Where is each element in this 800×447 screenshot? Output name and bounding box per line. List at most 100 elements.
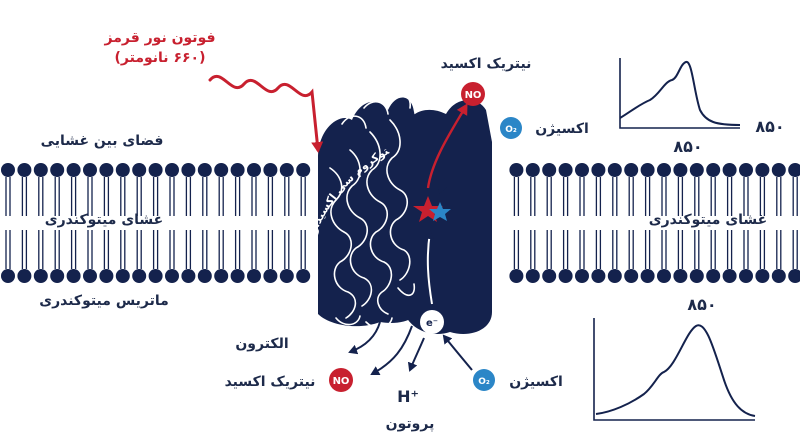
lipid-head [33, 163, 48, 177]
lipid-head [279, 163, 294, 177]
lipid-head [99, 269, 114, 283]
spectrum-bottom-curve [595, 324, 756, 417]
lipid-head [263, 163, 278, 177]
lipid-head [689, 269, 704, 283]
lipid-head [247, 163, 261, 177]
oxygen-top-label: اکسیژن [535, 121, 589, 137]
lipid-head [279, 269, 294, 283]
lipid-head [558, 163, 573, 177]
lipid-head [525, 163, 540, 177]
lipid-head [1, 163, 15, 177]
lipid-head [673, 269, 688, 283]
spectrum-bottom-label-top: ۸۵۰ [687, 295, 716, 314]
spectrum-top-axes [619, 58, 740, 129]
lipid-head [640, 269, 655, 283]
lipid-head [657, 269, 671, 283]
arrow-proton-out [407, 337, 425, 372]
membrane-label-left: غشای میتوکندری [45, 212, 163, 228]
lipid-head [197, 269, 212, 283]
spectrum-bottom-axes [593, 318, 755, 421]
lipid-head [132, 269, 147, 283]
photon-label-line2: (۶۶۰ نانومتر) [115, 50, 206, 66]
svg-text:e⁻: e⁻ [426, 318, 438, 329]
copper-b-center [429, 202, 451, 221]
lipid-head [214, 269, 229, 283]
lipid-head [755, 163, 770, 177]
intermembrane-space-label: فضای بین غشایی [41, 133, 164, 149]
spectrum-inset-top: ۸۵۰ ۸۵۰ [619, 58, 785, 156]
lipid-head [640, 163, 655, 177]
lipid-head [771, 269, 786, 283]
lipid-head [706, 269, 721, 283]
lipid-head [115, 163, 130, 177]
matrix-label: ماتریس میتوکندری [39, 293, 169, 309]
lipid-head [181, 269, 196, 283]
lipid-head [148, 163, 163, 177]
lipid-head [17, 163, 32, 177]
membrane-label-right: غشای میتوکندری [649, 212, 767, 228]
oxygen-bottom-label: اکسیژن [509, 374, 563, 390]
oxygen-badge-top: O₂ [500, 117, 522, 139]
lipid-head [197, 163, 212, 177]
lipid-head [722, 269, 737, 283]
lipid-head [181, 163, 196, 177]
lipid-head [755, 269, 770, 283]
oxygen-badge-bottom: O₂ [473, 369, 495, 391]
lipid-head [624, 269, 639, 283]
no-badge-top: NO [461, 82, 485, 106]
no-badge-bottom: NO [329, 368, 353, 392]
lipid-head [591, 163, 606, 177]
enzyme-right-subunit [404, 99, 492, 334]
lipid-head [575, 269, 589, 283]
lipid-head [771, 163, 786, 177]
nitric-oxide-bottom-label: نیتریک اکسید [225, 374, 316, 390]
lipid-head [558, 269, 573, 283]
lipid-head [99, 163, 114, 177]
lipid-head [296, 163, 311, 177]
lipid-bilayer [1, 163, 800, 283]
lipid-head [739, 163, 753, 177]
svg-text:O₂: O₂ [478, 377, 490, 387]
lipid-head [66, 269, 81, 283]
arrow-electron-up [423, 230, 434, 305]
lipid-head [788, 269, 800, 283]
photon-wave [208, 74, 324, 153]
spectrum-inset-bottom: ۸۵۰ [593, 295, 756, 421]
lipid-head [542, 163, 557, 177]
lipid-head [575, 163, 589, 177]
lipid-head [1, 269, 15, 283]
lipid-head [296, 269, 311, 283]
photon-label-line1: فوتون نور قرمز [103, 30, 215, 46]
proton-label: پروتون [386, 416, 435, 432]
lipid-head [509, 163, 524, 177]
svg-text:NO: NO [333, 376, 350, 387]
lipid-head [50, 163, 65, 177]
spectrum-top-curve [619, 60, 741, 126]
arrow-oxygen-in-top [437, 131, 479, 194]
arrow-electron-out [348, 321, 381, 355]
svg-text:NO: NO [465, 90, 482, 101]
arrow-no-out-bottom [370, 325, 413, 376]
lipid-head [542, 269, 557, 283]
heme-a3-center [413, 196, 443, 222]
lipid-head [214, 163, 229, 177]
lipid-head [263, 269, 278, 283]
lipid-head [706, 163, 721, 177]
arrow-oxygen-in-bottom [442, 334, 473, 371]
lipid-head [230, 163, 245, 177]
proton-symbol: H⁺ [397, 387, 419, 406]
lipid-head [657, 163, 671, 177]
lipid-head [722, 163, 737, 177]
lipid-head [673, 163, 688, 177]
lipid-head [230, 269, 245, 283]
electron-label: الکترون [235, 336, 288, 352]
lipid-head [689, 163, 704, 177]
lipid-head [788, 163, 800, 177]
lipid-head [607, 269, 622, 283]
spectrum-top-label-below: ۸۵۰ [673, 137, 702, 156]
lipid-head [739, 269, 753, 283]
lipid-head [247, 269, 261, 283]
svg-text:O₂: O₂ [505, 125, 517, 135]
